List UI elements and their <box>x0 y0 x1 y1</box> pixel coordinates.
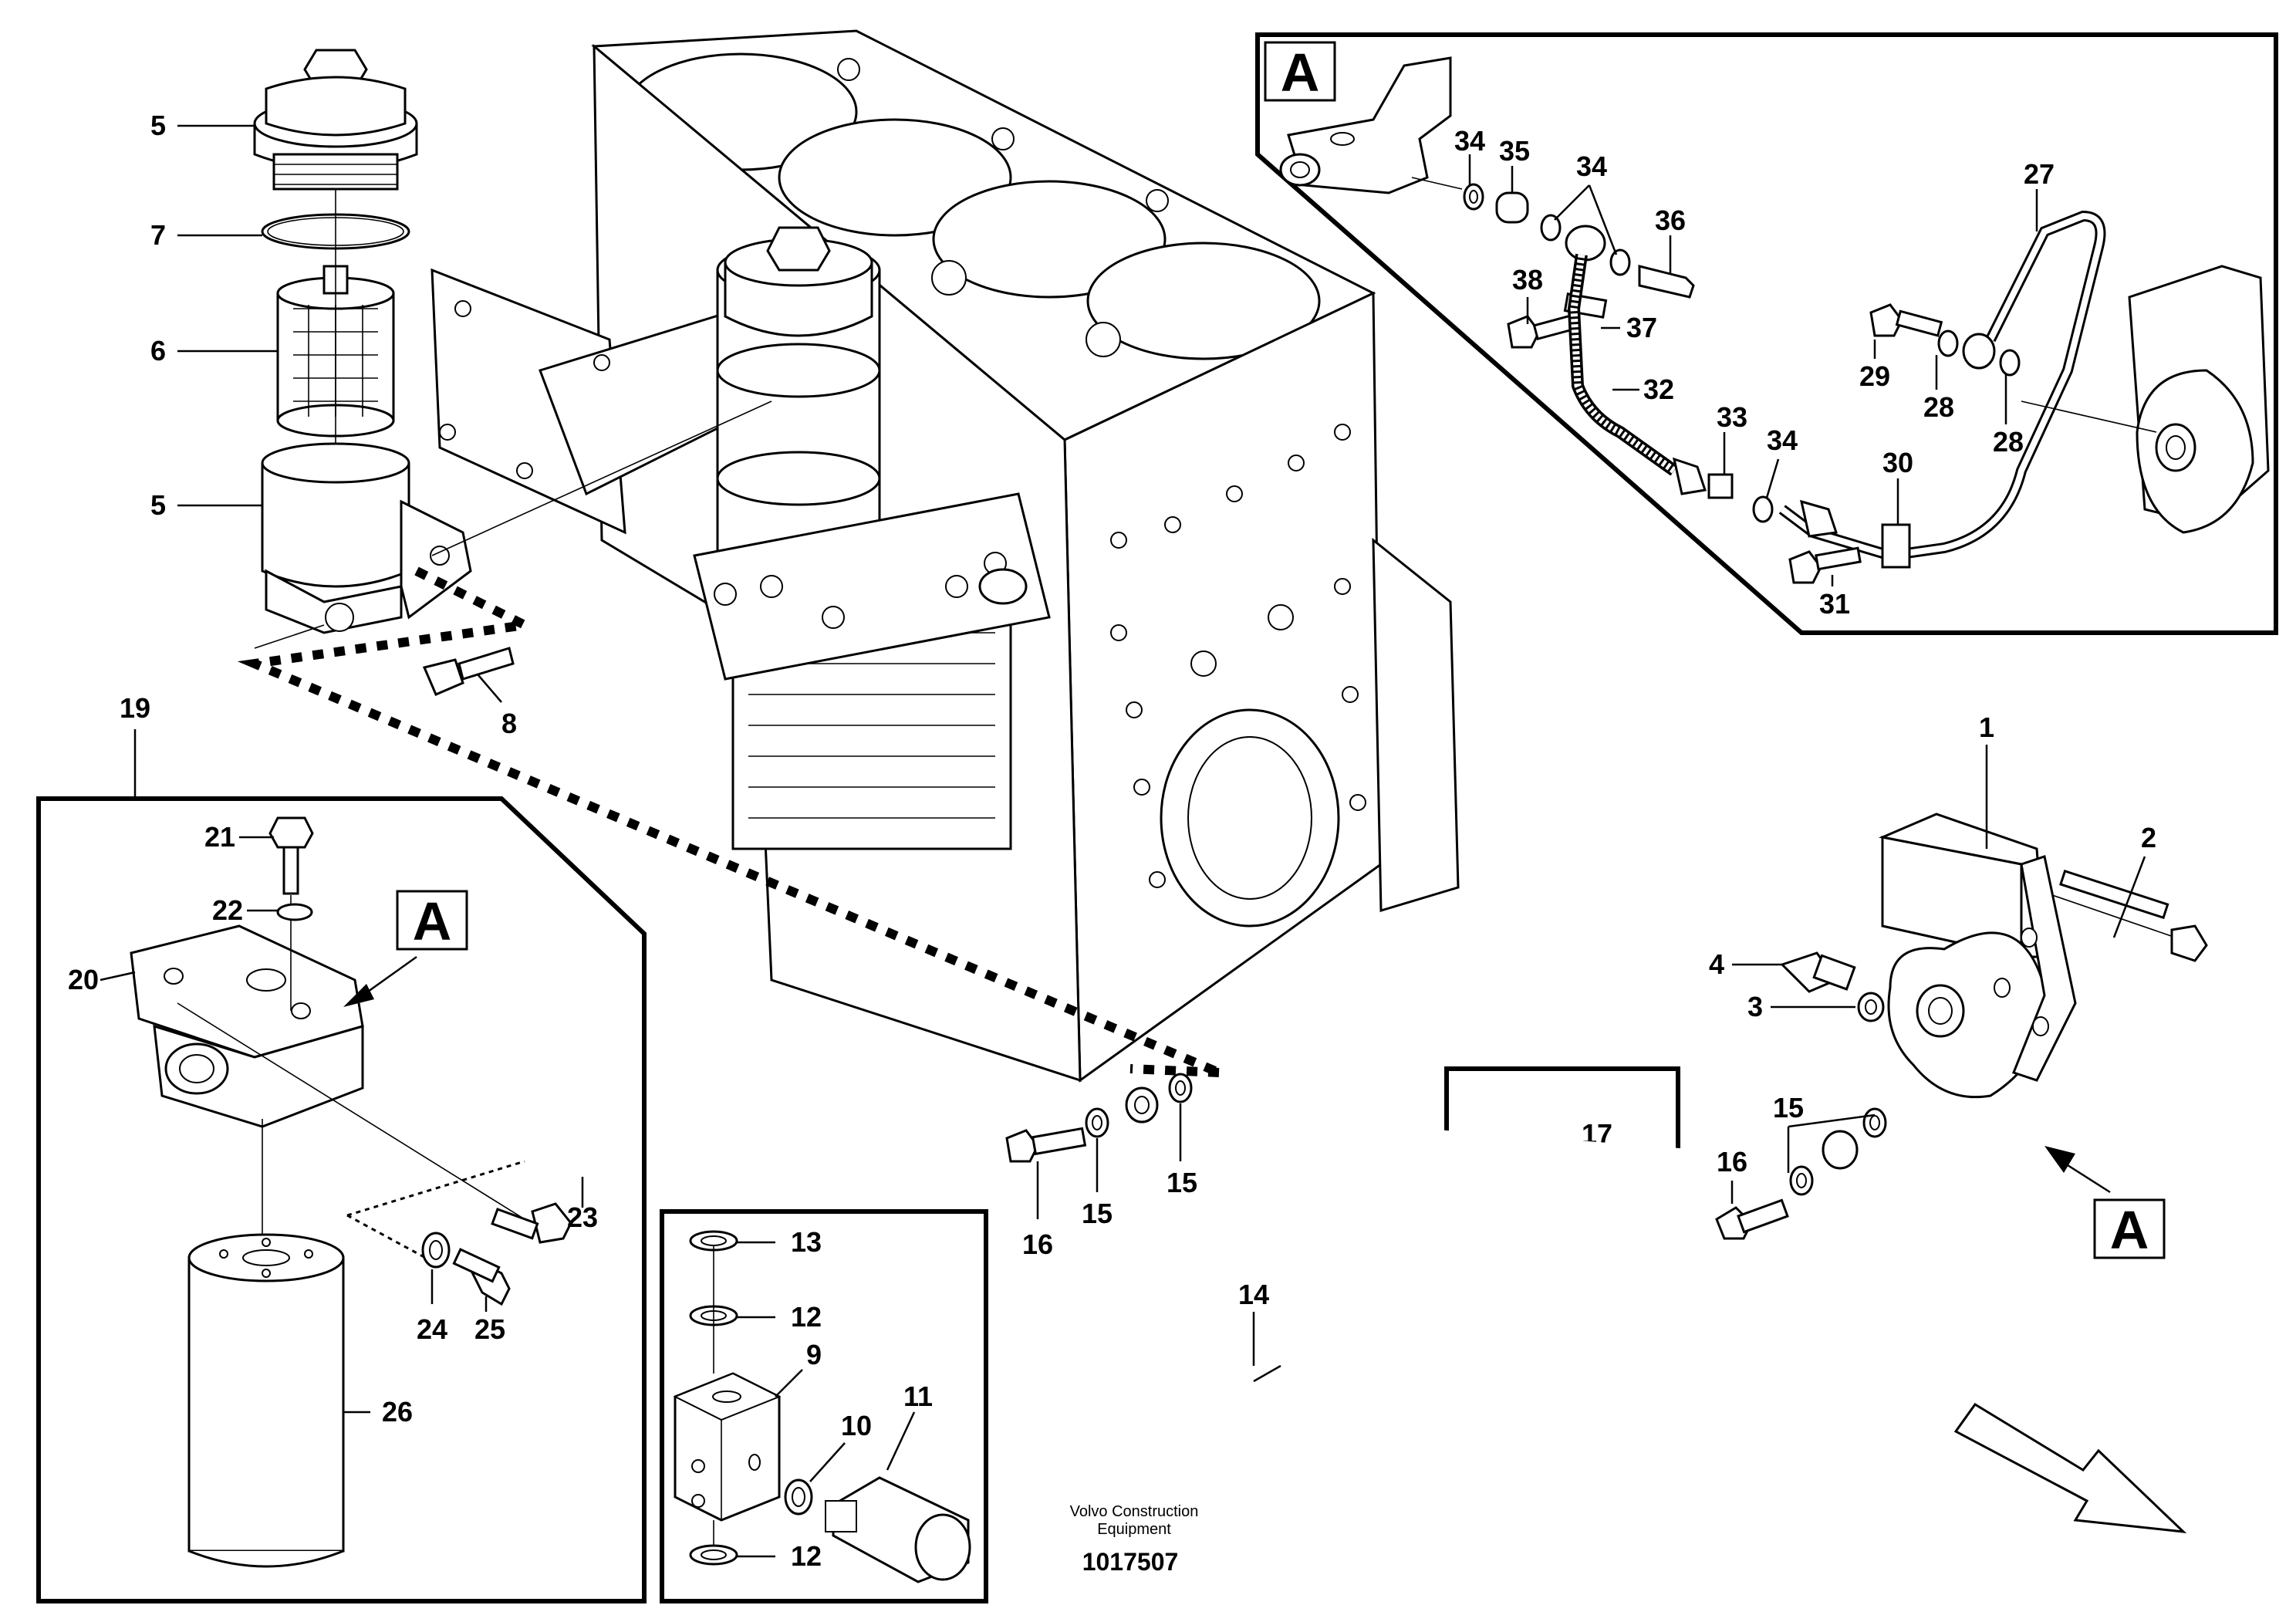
callout-5-bottom: 5 <box>150 489 166 521</box>
callout-12-top: 12 <box>791 1301 822 1333</box>
callout-38: 38 <box>1512 264 1543 296</box>
callout-3: 3 <box>1747 991 1763 1022</box>
callout-20: 20 <box>68 964 99 995</box>
callout-33: 33 <box>1717 401 1747 433</box>
callout-1: 1 <box>1979 711 1994 743</box>
callout-24: 24 <box>417 1313 447 1345</box>
callout-36: 36 <box>1655 204 1686 236</box>
callout-4: 4 <box>1709 948 1724 980</box>
callout-37: 37 <box>1626 312 1657 343</box>
callout-29: 29 <box>1859 360 1890 392</box>
callout-7: 7 <box>150 219 166 251</box>
callout-16-right: 16 <box>1717 1146 1747 1178</box>
callout-28-a: 28 <box>1923 391 1954 423</box>
callout-23: 23 <box>567 1201 598 1233</box>
callout-13: 13 <box>791 1226 822 1258</box>
callout-21: 21 <box>204 821 235 853</box>
callout-19: 19 <box>120 692 150 724</box>
callout-5-top: 5 <box>150 110 166 141</box>
callout-6: 6 <box>150 335 166 367</box>
callouts-left-filter: 5 7 6 5 8 <box>150 110 517 739</box>
detail-a-panel: A <box>1255 32 2278 635</box>
callout-9: 9 <box>806 1339 822 1370</box>
company-line-1: Volvo Construction <box>1070 1503 1199 1520</box>
callout-22: 22 <box>212 894 243 926</box>
callout-12-bottom: 12 <box>791 1540 822 1572</box>
oil-pipe: 14 15 15 16 15 16 <box>1005 1073 1901 1478</box>
callout-8: 8 <box>501 708 517 739</box>
callout-10: 10 <box>841 1410 872 1441</box>
detail-19-panel: 19 <box>36 692 647 1603</box>
filter-housing-assembly <box>430 226 1051 850</box>
callout-27: 27 <box>2024 158 2055 190</box>
company-line-2: Equipment <box>1097 1521 1171 1538</box>
callout-34-a: 34 <box>1454 125 1485 157</box>
direction-arrow <box>1953 1402 2187 1533</box>
footer: Volvo Construction Equipment 1017507 <box>1070 1503 1199 1576</box>
ref-a-right: A <box>2110 1200 2149 1260</box>
callout-30: 30 <box>1882 447 1913 478</box>
exploded-oil-filter <box>253 49 772 696</box>
detail-a-label: A <box>1281 42 1320 103</box>
ref-a-left: A <box>413 891 452 951</box>
callout-15-right: 15 <box>1773 1092 1804 1124</box>
callout-32: 32 <box>1643 373 1674 405</box>
callout-35: 35 <box>1499 135 1530 167</box>
callout-26: 26 <box>382 1396 413 1428</box>
callout-34-b: 34 <box>1576 150 1607 182</box>
callout-15-left-a: 15 <box>1082 1198 1113 1229</box>
callout-15-left-b: 15 <box>1167 1167 1197 1198</box>
drawing-number: 1017507 <box>1082 1548 1179 1576</box>
callout-2: 2 <box>2141 822 2156 853</box>
pump-assembly: 1 2 4 3 A <box>1709 711 2208 1260</box>
callout-31: 31 <box>1819 588 1850 620</box>
detail-sensor-panel: 13 12 9 10 11 12 <box>660 1209 988 1603</box>
callout-25: 25 <box>474 1313 505 1345</box>
callout-14: 14 <box>1238 1279 1269 1310</box>
callout-34-c: 34 <box>1767 424 1798 456</box>
callout-28-b: 28 <box>1993 426 2024 458</box>
callout-16-left: 16 <box>1022 1228 1053 1260</box>
callout-11: 11 <box>903 1380 933 1412</box>
